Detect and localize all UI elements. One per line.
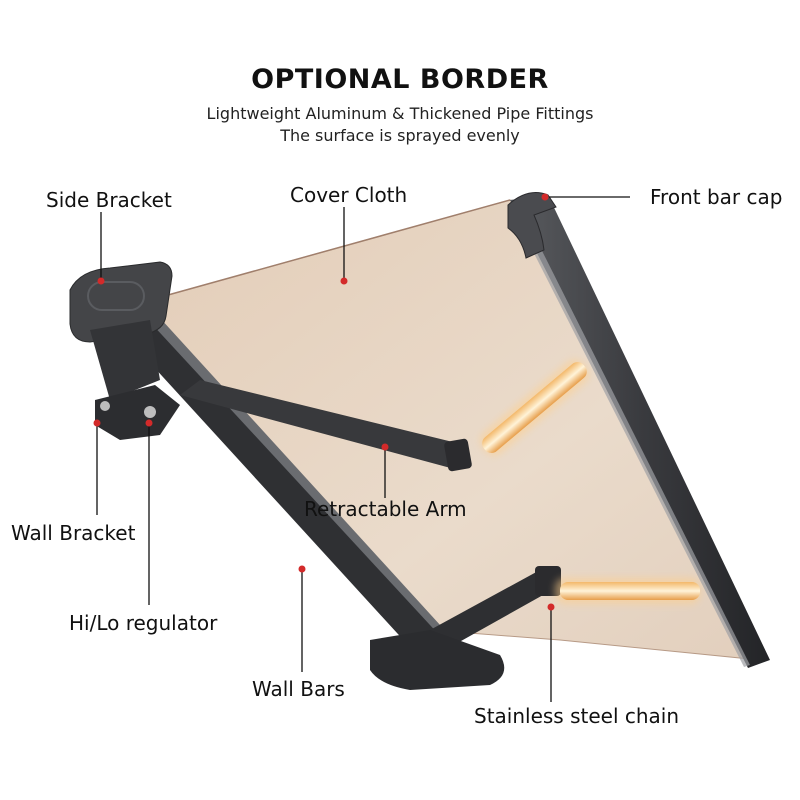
wall-bar: [120, 320, 470, 680]
upper-arm: [180, 380, 465, 470]
subtitle-line-1: Lightweight Aluminum & Thickened Pipe Fi…: [206, 104, 594, 123]
marker-stainless-chain: [547, 603, 555, 611]
label-wall-bars: Wall Bars: [252, 677, 345, 701]
marker-wall-bracket: [93, 419, 101, 427]
marker-hi-lo-regulator: [145, 419, 153, 427]
front-bar: [510, 195, 770, 668]
page-title: OPTIONAL BORDER: [251, 64, 549, 95]
label-side-bracket: Side Bracket: [46, 188, 172, 212]
label-hi-lo-regulator: Hi/Lo regulator: [69, 611, 218, 635]
marker-wall-bars: [298, 565, 306, 573]
marker-retractable-arm: [381, 443, 389, 451]
label-wall-bracket: Wall Bracket: [11, 521, 136, 545]
label-stainless-steel-chain: Stainless steel chain: [474, 704, 680, 728]
wall-bracket-shape: [95, 385, 180, 440]
lower-arm: [430, 570, 552, 650]
subtitle-line-2: The surface is sprayed evenly: [280, 126, 520, 145]
marker-cover-cloth: [340, 277, 348, 285]
marker-side-bracket: [97, 277, 105, 285]
marker-front-bar-cap: [541, 193, 549, 201]
label-retractable-arm: Retractable Arm: [304, 497, 467, 521]
lower-mount-shape: [370, 630, 505, 690]
label-cover-cloth: Cover Cloth: [290, 183, 408, 207]
front-bar-cap-shape: [507, 192, 557, 259]
label-front-bar-cap: Front bar cap: [650, 185, 783, 209]
